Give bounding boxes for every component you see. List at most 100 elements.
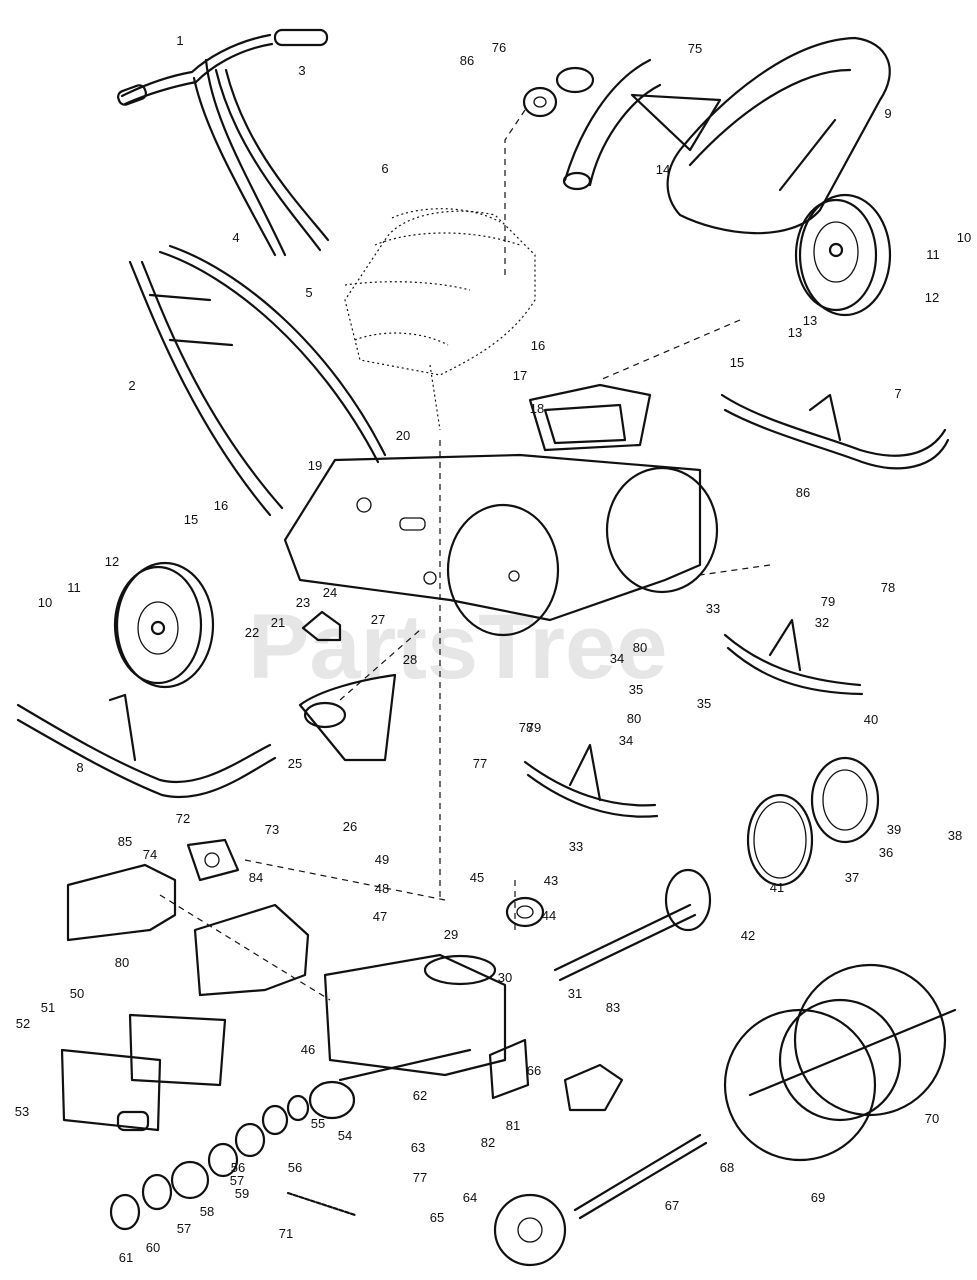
part-callout-59: 59	[235, 1186, 249, 1201]
skid-mid-lower	[523, 743, 659, 818]
ring-37	[746, 793, 814, 887]
part-callout-54: 54	[338, 1128, 352, 1143]
auger-68	[723, 963, 957, 1162]
upper-handle	[120, 33, 330, 257]
part-callout-25: 25	[288, 756, 302, 771]
part-callout-60: 60	[146, 1240, 160, 1255]
part-callout-32: 32	[815, 615, 829, 630]
chute-elbow	[555, 58, 722, 191]
part-callout-86: 86	[796, 485, 810, 500]
part-callout-55: 55	[311, 1116, 325, 1131]
wheel-right	[794, 193, 892, 317]
part-callout-85: 85	[118, 834, 132, 849]
part-callout-42: 42	[741, 928, 755, 943]
auger-shaft-42	[553, 868, 712, 982]
part-callout-29: 29	[444, 927, 458, 942]
part-callout-80: 80	[633, 640, 647, 655]
part-callout-15: 15	[184, 512, 198, 527]
part-callout-1: 1	[176, 33, 183, 48]
part-callout-34: 34	[619, 733, 633, 748]
part-callout-45: 45	[470, 870, 484, 885]
handle-grips	[117, 28, 329, 106]
brackets-81-82	[488, 1038, 624, 1112]
part-callout-24: 24	[323, 585, 337, 600]
part-callout-10: 10	[957, 230, 971, 245]
part-callout-35: 35	[629, 682, 643, 697]
part-callout-46: 46	[301, 1042, 315, 1057]
part-callout-10: 10	[38, 595, 52, 610]
chute-ring	[522, 86, 558, 118]
part-callout-61: 61	[119, 1250, 133, 1265]
part-callout-64: 64	[463, 1190, 477, 1205]
part-callout-4: 4	[232, 230, 239, 245]
chain-70	[286, 1191, 357, 1217]
part-callout-26: 26	[343, 819, 357, 834]
part-callout-79: 79	[821, 594, 835, 609]
part-callout-80: 80	[115, 955, 129, 970]
part-callout-39: 39	[887, 822, 901, 837]
part-callout-57: 57	[230, 1173, 244, 1188]
part-callout-76: 76	[492, 40, 506, 55]
part-callout-30: 30	[498, 970, 512, 985]
part-callout-63: 63	[411, 1140, 425, 1155]
housing-cap-36	[810, 756, 880, 844]
part-callout-31: 31	[568, 986, 582, 1001]
cover-plate-51	[60, 1048, 162, 1132]
part-callout-48: 48	[375, 881, 389, 896]
part-callout-77: 77	[473, 756, 487, 771]
part-callout-21: 21	[271, 615, 285, 630]
part-callout-52: 52	[16, 1016, 30, 1031]
part-callout-69: 69	[811, 1190, 825, 1205]
washers-stack	[109, 1094, 310, 1231]
part-callout-41: 41	[770, 880, 784, 895]
part-callout-17: 17	[513, 368, 527, 383]
bearing-plate-71	[186, 838, 240, 882]
part-callout-5: 5	[305, 285, 312, 300]
part-callout-71: 71	[279, 1226, 293, 1241]
part-callout-7: 7	[894, 386, 901, 401]
part-callout-40: 40	[864, 712, 878, 727]
watermark-text: PartsTree	[248, 596, 667, 698]
part-callout-57: 57	[177, 1221, 191, 1236]
part-callout-22: 22	[245, 625, 259, 640]
skid-mid-upper	[723, 618, 864, 696]
part-callout-12: 12	[105, 554, 119, 569]
part-callout-28: 28	[403, 652, 417, 667]
gear-43	[505, 896, 545, 928]
skid-right-long	[720, 393, 950, 470]
part-callout-70: 70	[925, 1111, 939, 1126]
part-callout-65: 65	[430, 1210, 444, 1225]
part-callout-11: 11	[926, 247, 940, 262]
cover-plate-50	[128, 1013, 227, 1087]
lower-handle	[128, 244, 387, 517]
part-callout-38: 38	[948, 828, 962, 843]
part-callout-58: 58	[200, 1204, 214, 1219]
shield-83	[193, 903, 310, 997]
engine	[344, 208, 536, 431]
part-callout-79: 79	[527, 720, 541, 735]
part-callout-2: 2	[128, 378, 135, 393]
part-callout-34: 34	[610, 651, 624, 666]
part-callout-44: 44	[542, 908, 556, 923]
part-callout-72: 72	[176, 811, 190, 826]
part-callout-67: 67	[665, 1198, 679, 1213]
part-callout-43: 43	[544, 873, 558, 888]
part-callout-53: 53	[15, 1104, 29, 1119]
part-callout-11: 11	[67, 580, 81, 595]
part-callout-8: 8	[76, 760, 83, 775]
auger-housing	[283, 383, 719, 637]
part-callout-23: 23	[296, 595, 310, 610]
part-callouts: 1234567891010111112121313141515161617181…	[15, 33, 971, 1265]
part-callout-35: 35	[697, 696, 711, 711]
part-callout-12: 12	[925, 290, 939, 305]
part-callout-47: 47	[373, 909, 387, 924]
discharge-chute	[666, 36, 891, 235]
shaft-66	[573, 1133, 708, 1220]
part-callout-66: 66	[527, 1063, 541, 1078]
part-callout-50: 50	[70, 986, 84, 1001]
part-callout-6: 6	[381, 161, 388, 176]
part-callout-49: 49	[375, 852, 389, 867]
part-callout-74: 74	[143, 847, 157, 862]
